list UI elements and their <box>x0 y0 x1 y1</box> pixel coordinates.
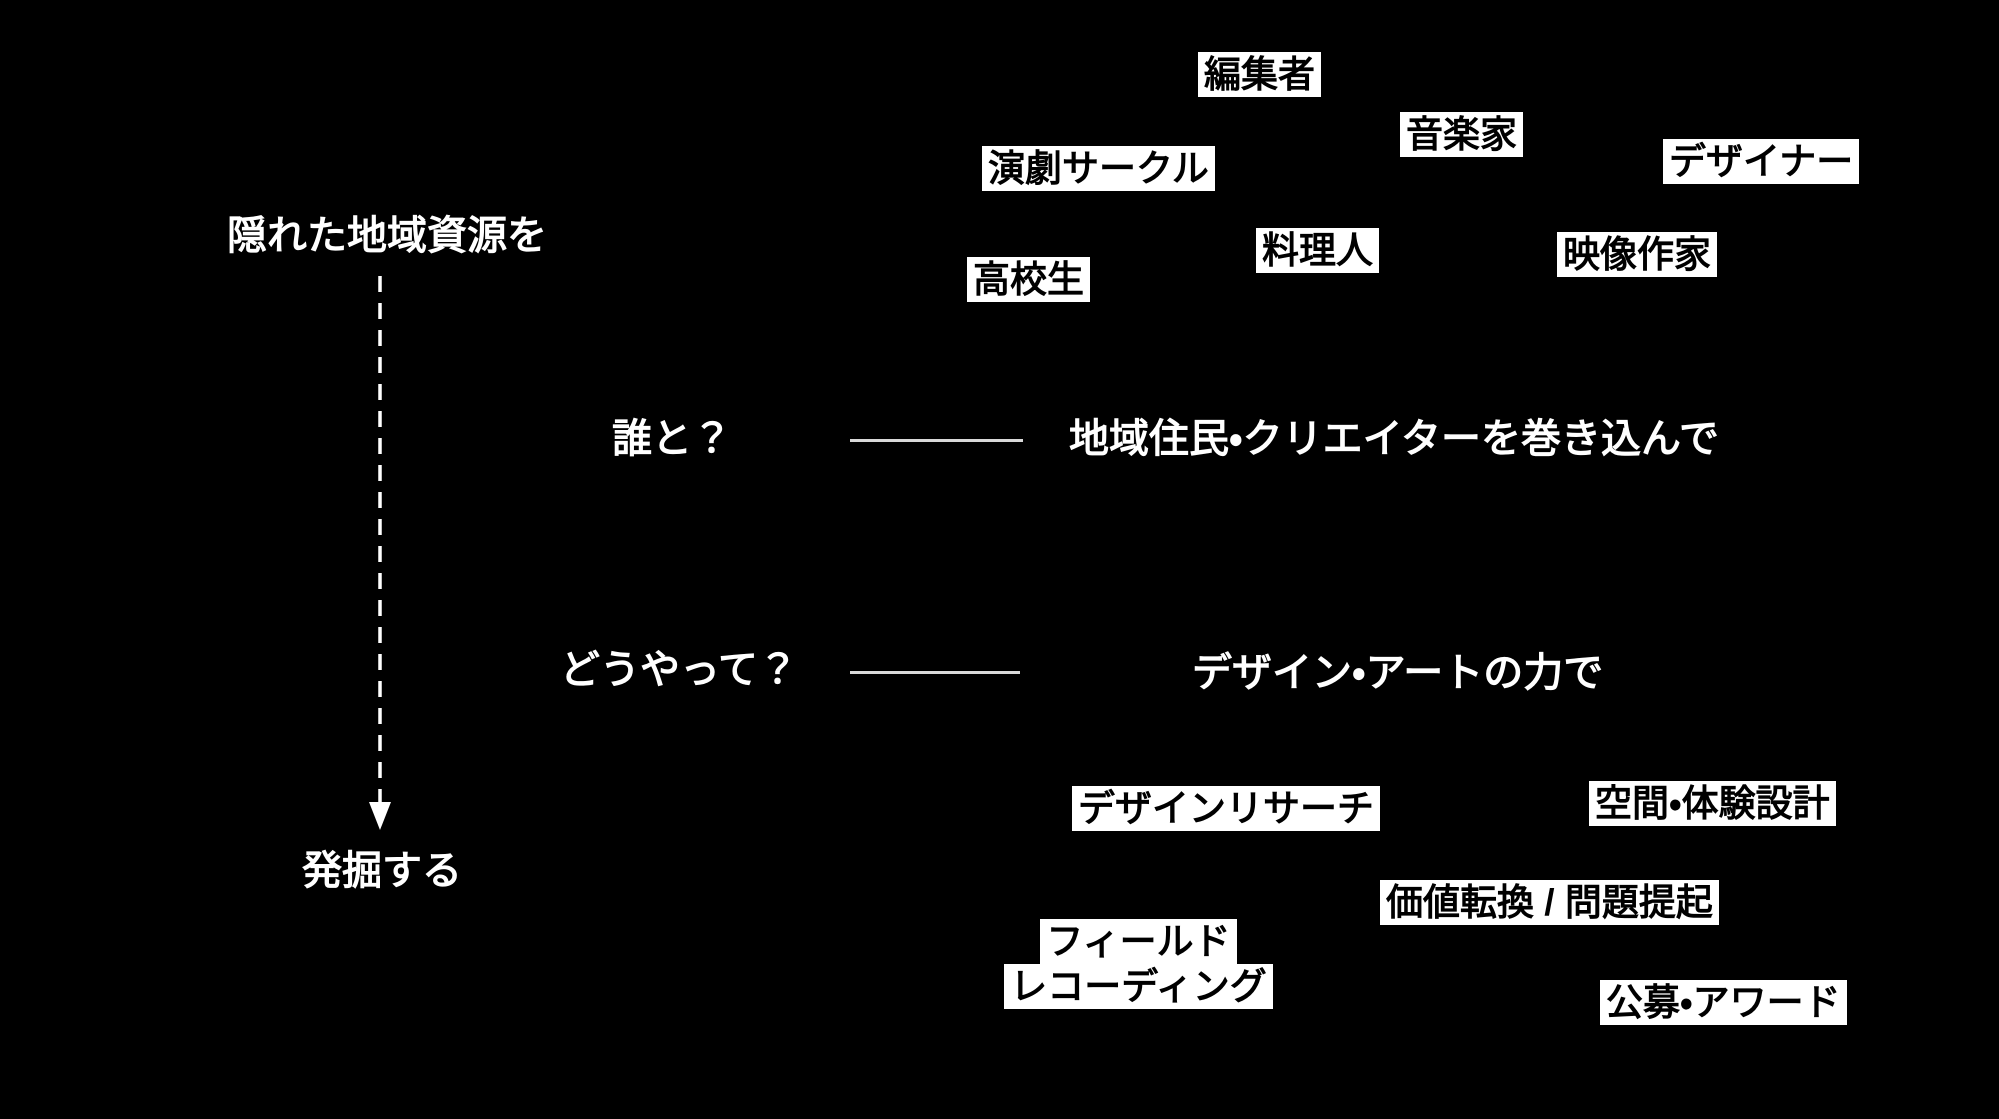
people-tag-filmmaker: 映像作家 <box>1557 232 1717 277</box>
people-tag-designer: デザイナー <box>1663 139 1860 184</box>
how-answer-text: デザイン・アートの力で <box>1192 651 1604 695</box>
who-answer-text: 地域住民・クリエイターを巻き込んで <box>1069 417 1719 461</box>
who-question-text: 誰と？ <box>612 417 732 461</box>
people-tag-theater-circle: 演劇サークル <box>982 146 1215 191</box>
hidden-resources-text: 隠れた地域資源を <box>227 214 547 258</box>
dashed-down-arrow-icon <box>369 276 391 830</box>
people-tag-musician: 音楽家 <box>1400 112 1523 157</box>
method-tag-design-research: デザインリサーチ <box>1072 786 1380 831</box>
method-tag-value-conversion: 価値転換 / 問題提起 <box>1380 880 1719 925</box>
field-recording-line1: フィールド <box>1040 919 1237 964</box>
method-tag-space-experience-design: 空間・体験設計 <box>1589 781 1836 826</box>
people-tag-highschool-student: 高校生 <box>967 257 1090 302</box>
how-question-text: どうやって？ <box>560 648 798 692</box>
field-recording-line2: レコーディング <box>1004 964 1273 1009</box>
method-tag-field-recording: フィールド レコーディング <box>1002 919 1275 1009</box>
method-tag-open-call-award: 公募・アワード <box>1600 980 1847 1025</box>
excavate-text: 発掘する <box>302 849 462 893</box>
how-connector-line <box>850 671 1020 674</box>
people-tag-cook: 料理人 <box>1256 228 1379 273</box>
people-tag-editor: 編集者 <box>1198 52 1321 97</box>
who-connector-line <box>850 439 1023 442</box>
